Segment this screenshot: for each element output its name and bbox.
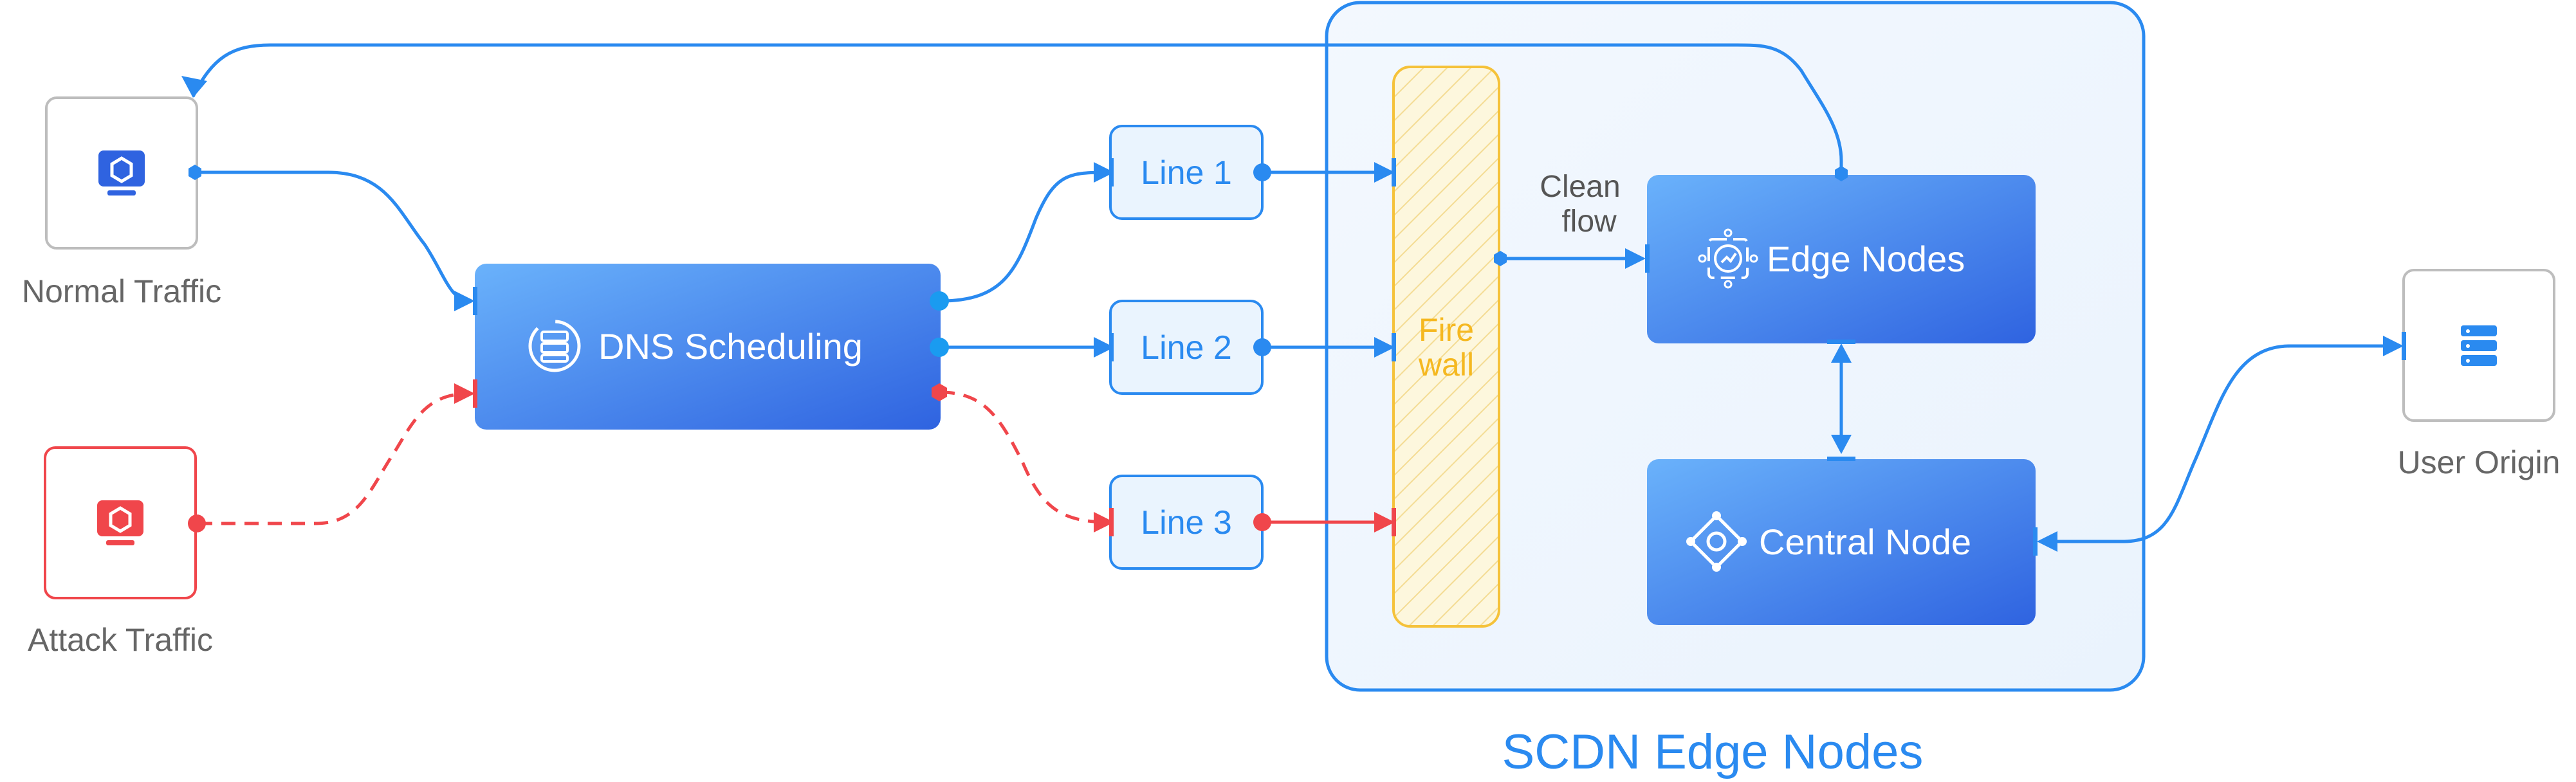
port-attack-out [188,514,206,532]
port-dns-out-2 [930,338,949,357]
arrowhead [2383,336,2404,356]
line-1-label: Line 1 [1141,154,1232,192]
clean-flow-label-line1: Clean [1540,170,1620,204]
port-central-right [2033,527,2038,556]
port-line2-in [1109,333,1114,361]
dns-scheduling-label: DNS Scheduling [598,326,863,367]
port-line2-out [1253,338,1271,356]
normal-traffic-label: Normal Traffic [22,273,221,309]
port-firewall-out [1494,251,1507,266]
line-2-node[interactable]: Line 2 [1109,300,1264,395]
edge-nodes-label: Edge Nodes [1767,239,1965,279]
line-3-node[interactable]: Line 3 [1109,475,1264,570]
port-dns-out-3 [932,383,947,401]
port-edge-in [1645,244,1650,273]
normal-to-dns-connector [195,170,470,303]
port-origin-in [2402,332,2406,360]
port-dns-out-1 [930,291,949,311]
arrowhead [1374,337,1395,358]
central-origin-connector [2041,344,2400,543]
arrowhead [454,383,475,404]
network-hub-icon [1686,511,1747,572]
port-central-top [1827,457,1855,461]
line-1-node[interactable]: Line 1 [1109,125,1264,220]
user-origin-label: User Origin [2398,444,2561,480]
edge-chip-icon [1698,228,1758,289]
attack-traffic-node[interactable] [44,446,197,599]
arrowhead [1094,512,1114,532]
arrowhead [1625,248,1646,269]
arrowhead [1831,343,1852,363]
attack-to-dns-connector [198,392,470,525]
dns-to-line3-connector [940,390,1110,524]
line-2-label: Line 2 [1141,329,1232,367]
central-node-label: Central Node [1759,522,1971,562]
edge-nodes-node[interactable]: Edge Nodes [1647,175,2036,343]
port-dns-in-2 [473,379,477,408]
arrowhead [1831,435,1852,454]
dns-to-line1-connector [940,170,1110,303]
arrowhead [1094,162,1114,183]
firewall-node[interactable]: Fire wall [1392,66,1500,628]
firewall-label-line2: wall [1418,347,1474,383]
ports [188,158,2406,556]
port-normal-out [189,165,201,180]
port-firewall-in-3 [1392,508,1396,536]
arrowhead [1374,512,1395,532]
arrowhead [1374,162,1395,183]
port-line1-in [1109,158,1114,186]
dns-icon [528,320,581,372]
monitor-icon [98,150,145,196]
port-line3-in [1109,508,1114,536]
central-node-node[interactable]: Central Node [1647,459,2036,625]
port-firewall-in-2 [1392,333,1396,361]
arrowhead [1094,337,1114,358]
port-dns-in-1 [473,287,477,315]
port-line3-out [1253,513,1271,531]
scdn-region-label: SCDN Edge Nodes [1502,725,1924,779]
port-edge-top [1835,166,1848,181]
arrowhead [454,291,475,311]
user-origin-node[interactable] [2402,269,2555,422]
clean-flow-label-line2: flow [1561,205,1617,239]
return-arrowhead [181,76,207,98]
line-3-label: Line 3 [1141,504,1232,541]
normal-traffic-node[interactable] [45,96,198,250]
port-edge-bottom [1827,340,1855,344]
return-connector [191,43,1843,175]
port-firewall-in-1 [1392,158,1396,186]
arrowhead [2037,531,2057,552]
port-line1-out [1253,163,1271,181]
attack-traffic-label: Attack Traffic [28,622,213,658]
monitor-icon [97,500,143,545]
dns-scheduling-node[interactable]: DNS Scheduling [475,264,941,430]
firewall-label-line1: Fire [1419,312,1474,348]
server-icon [2461,325,2497,366]
